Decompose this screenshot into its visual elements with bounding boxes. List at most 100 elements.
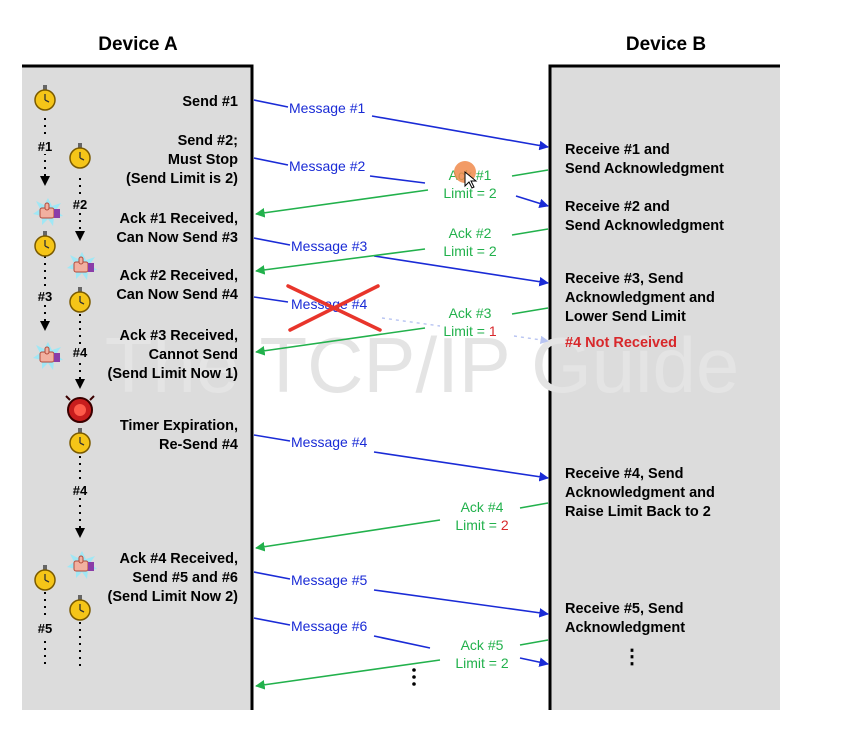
ack-5-limit: Limit = 2	[455, 655, 509, 671]
send-2-line-2: Must Stop	[168, 152, 238, 168]
ack-3-received-line-3: (Send Limit Now 1)	[108, 366, 239, 382]
not-received-label: #4 Not Received	[565, 335, 677, 351]
ack-2-arrow-start	[511, 228, 549, 236]
stopwatch-icon	[69, 287, 91, 313]
message-4-lost-dotted-2	[513, 335, 549, 345]
ack-1-received-line-1: Ack #1 Received,	[120, 211, 239, 227]
ack-3-received-line-2: Cannot Send	[149, 347, 238, 363]
ack-4-received-line-2: Send #5 and #6	[132, 570, 238, 586]
send-2-line-3: (Send Limit is 2)	[126, 171, 238, 187]
send-2-line-1: Send #2;	[178, 133, 238, 149]
ack-4-limit: Limit = 2	[455, 517, 509, 533]
ack-4-received-line-3: (Send Limit Now 2)	[108, 589, 239, 605]
receive-3-line-1: Receive #3, Send	[565, 271, 684, 287]
ack-3-limit: Limit = 1	[443, 323, 497, 339]
receive-5-line-1: Receive #5, Send	[565, 601, 684, 617]
receive-4-line-1: Receive #4, Send	[565, 466, 684, 482]
device-a-title: Device A	[98, 34, 178, 55]
ack-3-arrow-start	[511, 307, 549, 315]
stopwatch-icon	[34, 85, 56, 111]
message-6-arrow-start	[253, 617, 291, 626]
ack-1-arrow	[255, 189, 429, 218]
ack-5-label: Ack #5	[461, 637, 504, 653]
stopwatch-icon	[69, 143, 91, 169]
device-b-title: Device B	[626, 34, 706, 55]
message-6-arrow-mid	[373, 635, 431, 649]
timer-4a-label: #4	[73, 345, 88, 360]
lost-message-cross-icon	[286, 284, 382, 332]
ack-2-arrow	[255, 248, 426, 275]
thumbs-up-icon	[67, 252, 97, 280]
message-3-arrow	[373, 255, 549, 287]
ack-2-limit: Limit = 2	[443, 243, 497, 259]
receive-4-line-2: Acknowledgment and	[565, 485, 715, 501]
ack-2-received-line-2: Can Now Send #4	[116, 287, 238, 303]
ack-1-arrow-start	[511, 169, 549, 177]
ack-3-label: Ack #3	[449, 305, 492, 321]
message-2-arrow-start	[253, 157, 289, 166]
ack-4-arrow-start	[519, 502, 549, 509]
message-2-arrow-mid	[369, 175, 426, 184]
device-a-panel	[22, 66, 252, 710]
stopwatch-icon	[69, 428, 91, 454]
stopwatch-icon	[34, 231, 56, 257]
message-6-label: Message #6	[291, 618, 367, 634]
thumbs-up-icon	[33, 342, 63, 370]
message-2-arrow	[515, 195, 549, 209]
message-4-resend-arrow	[373, 451, 549, 482]
ack-1-limit: Limit = 2	[443, 185, 497, 201]
timer-3-label: #3	[38, 289, 52, 304]
receive-3-line-3: Lower Send Limit	[565, 309, 686, 325]
device-b-panel	[550, 66, 780, 710]
thumbs-up-icon	[67, 551, 97, 579]
device-a-border	[22, 64, 254, 710]
device-b-border	[548, 64, 780, 710]
timer-2-label: #2	[73, 197, 87, 212]
message-6-arrow	[519, 657, 549, 667]
receive-5-line-2: Acknowledgment	[565, 620, 685, 636]
thumbs-up-icon	[33, 198, 63, 226]
timer-4b-label: #4	[73, 483, 88, 498]
device-b-continuation: ⋮	[622, 646, 642, 668]
ack-2-label: Ack #2	[449, 225, 492, 241]
message-3-label: Message #3	[291, 238, 367, 254]
message-1-arrow-start	[253, 99, 289, 108]
receive-4-line-3: Raise Limit Back to 2	[565, 504, 711, 520]
message-1-arrow	[371, 115, 549, 151]
message-5-arrow	[373, 589, 549, 618]
message-4-lost-arrow-start	[253, 296, 289, 303]
ack-5-arrow	[255, 659, 441, 690]
ack-4-received-line-1: Ack #4 Received,	[120, 551, 239, 567]
cursor-icon	[454, 161, 478, 189]
message-3-arrow-start	[253, 237, 291, 246]
middle-continuation-dots	[412, 668, 416, 686]
message-2-label: Message #2	[289, 158, 365, 174]
receive-1-line-1: Receive #1 and	[565, 142, 670, 158]
message-4-lost-dotted-1	[381, 317, 441, 327]
timer-expiration-line-2: Re-Send #4	[159, 437, 238, 453]
ack-3-received-line-1: Ack #3 Received,	[120, 328, 239, 344]
ack-3-arrow	[255, 327, 426, 356]
ack-1-received-line-2: Can Now Send #3	[116, 230, 238, 246]
ack-2-received-line-1: Ack #2 Received,	[120, 268, 239, 284]
stopwatch-icon	[34, 565, 56, 591]
message-4-resend-label: Message #4	[291, 434, 367, 450]
timer-1-label: #1	[38, 139, 52, 154]
ack-4-arrow	[255, 519, 441, 552]
message-5-arrow-start	[253, 571, 291, 580]
receive-1-line-2: Send Acknowledgment	[565, 161, 724, 177]
timer-expiration-line-1: Timer Expiration,	[120, 418, 238, 434]
receive-3-line-2: Acknowledgment and	[565, 290, 715, 306]
watermark: The TCP/IP Guide	[105, 321, 739, 409]
message-4-resend-arrow-start	[253, 434, 291, 442]
timer-5-label: #5	[38, 621, 52, 636]
stopwatch-icon	[69, 595, 91, 621]
receive-2-line-1: Receive #2 and	[565, 199, 670, 215]
ack-5-arrow-start	[519, 639, 549, 646]
send-1-label: Send #1	[182, 94, 238, 110]
alarm-icon	[65, 395, 95, 423]
receive-2-line-2: Send Acknowledgment	[565, 218, 724, 234]
message-5-label: Message #5	[291, 572, 367, 588]
message-1-label: Message #1	[289, 100, 365, 116]
